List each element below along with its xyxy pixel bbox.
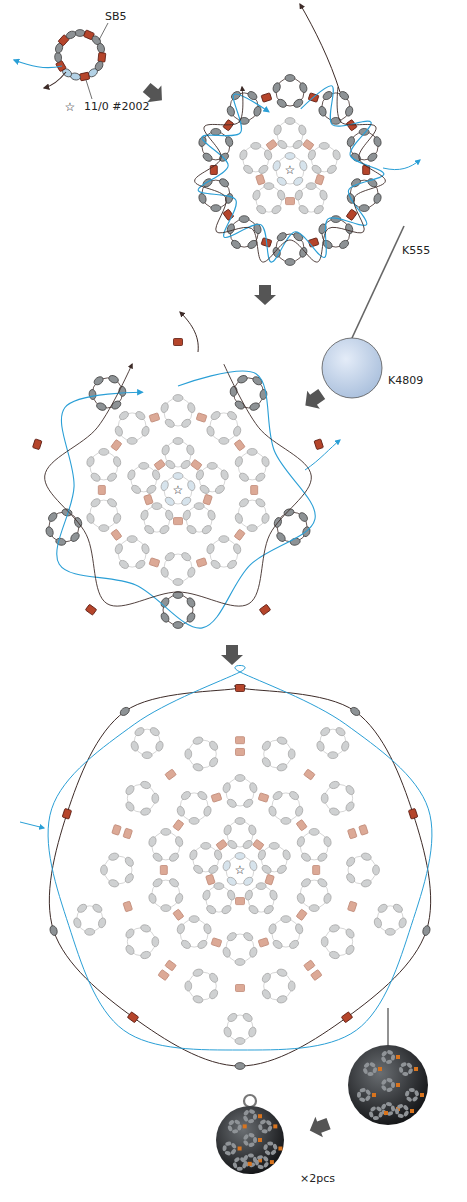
part-label: SB5	[105, 10, 127, 23]
part-label: 11/0 #2002	[84, 100, 149, 113]
finished-ball	[348, 1045, 428, 1125]
part-label: K4809	[388, 374, 423, 387]
part-label: K555	[402, 244, 430, 257]
step-arrow	[254, 285, 276, 305]
center-mark: ☆	[285, 163, 296, 177]
step-arrow	[299, 385, 328, 414]
leader-line	[99, 23, 108, 40]
bead-ball	[322, 226, 404, 398]
center-mark: ☆	[173, 483, 184, 497]
step-one	[14, 30, 106, 88]
center-mark: ☆	[65, 100, 76, 114]
center-mark: ☆	[235, 863, 246, 877]
step-two	[195, 4, 420, 265]
step-four	[20, 665, 432, 1069]
step-three	[33, 312, 340, 628]
finished-earring	[216, 1106, 284, 1174]
leader-line	[86, 80, 92, 99]
part-label: ×2pcs	[300, 1172, 335, 1185]
step-arrow	[221, 645, 243, 665]
step-arrow	[306, 1113, 332, 1141]
